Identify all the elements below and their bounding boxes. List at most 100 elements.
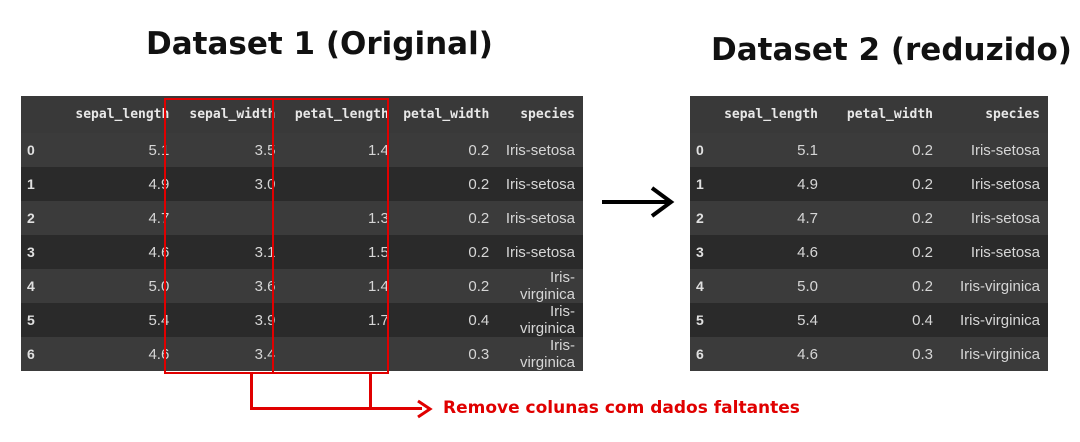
row-index: 3 [21,235,58,269]
table-cell: Iris-virginica [497,337,583,371]
table-cell: 3.1 [177,235,284,269]
row-index: 2 [690,201,714,235]
table-cell: Iris-setosa [497,167,583,201]
column-header: sepal_width [177,96,284,133]
table-cell: 5.1 [57,133,178,167]
column-header: species [497,96,583,133]
table-cell: 4.7 [57,201,178,235]
row-index: 5 [690,303,714,337]
table-cell: 3.5 [177,133,284,167]
table-cell: 0.2 [396,133,498,167]
table-cell: 1.4 [283,269,397,303]
table-cell: Iris-virginica [941,337,1048,371]
table-cell: 0.3 [826,337,941,371]
row-index: 1 [690,167,714,201]
row-index: 5 [21,303,58,337]
row-index: 6 [690,337,714,371]
table-cell: 0.2 [396,235,498,269]
red-arrowhead-icon [417,399,433,419]
column-header: species [941,96,1048,133]
table-cell: Iris-setosa [941,235,1048,269]
table-cell: 3.0 [177,167,284,201]
table-cell [283,167,397,201]
column-header: petal_length [283,96,397,133]
table-cell: Iris-setosa [941,201,1048,235]
column-header: sepal_length [57,96,178,133]
table-cell: 0.4 [396,303,498,337]
table-cell: Iris-setosa [941,133,1048,167]
table-cell: 0.4 [826,303,941,337]
row-index: 3 [690,235,714,269]
table-cell: 4.7 [714,201,826,235]
table-cell: Iris-virginica [497,269,583,303]
table-cell: Iris-setosa [497,201,583,235]
table-cell: 1.3 [283,201,397,235]
table-cell: 5.0 [57,269,178,303]
column-header: sepal_length [714,96,826,133]
table-cell: 5.0 [714,269,826,303]
table-cell: 0.2 [396,269,498,303]
table-cell: 0.2 [396,201,498,235]
table-cell [177,201,284,235]
table-cell: 1.5 [283,235,397,269]
index-header [690,96,714,133]
connector-left-vertical [250,374,253,410]
right-arrow-icon [602,186,675,218]
table-cell: Iris-virginica [497,303,583,337]
column-header: petal_width [396,96,498,133]
index-header [21,96,58,133]
table-cell: 5.4 [57,303,178,337]
row-index: 2 [21,201,58,235]
dataset1-title: Dataset 1 (Original) [146,26,493,62]
table-cell: Iris-virginica [941,269,1048,303]
connector-right-vertical [369,374,372,410]
column-header: petal_width [826,96,941,133]
table-cell: 1.7 [283,303,397,337]
table-cell: 1.4 [283,133,397,167]
table-cell: 0.2 [826,235,941,269]
table-cell: Iris-setosa [941,167,1048,201]
table-cell: 0.2 [826,201,941,235]
table-cell: 3.6 [177,269,284,303]
table-cell: Iris-virginica [941,303,1048,337]
annotation-text: Remove colunas com dados faltantes [443,398,800,418]
table-cell: 0.3 [396,337,498,371]
row-index: 1 [21,167,58,201]
table-cell: 3.4 [177,337,284,371]
row-index: 6 [21,337,58,371]
table-cell: 4.6 [714,235,826,269]
table-cell: 3.9 [177,303,284,337]
table-cell: 4.6 [57,337,178,371]
table-cell: 0.2 [826,167,941,201]
table-cell: 5.1 [714,133,826,167]
petal-length-highlight [272,98,389,374]
table-cell: 4.6 [57,235,178,269]
table-cell: Iris-setosa [497,133,583,167]
dataset2-title: Dataset 2 (reduzido) [711,32,1072,68]
table-cell: 4.9 [714,167,826,201]
table-cell: 0.2 [826,133,941,167]
sepal-width-highlight [164,98,274,374]
table-cell: 0.2 [396,167,498,201]
table-cell: 4.9 [57,167,178,201]
row-index: 4 [21,269,58,303]
table-cell: Iris-setosa [497,235,583,269]
row-index: 4 [690,269,714,303]
row-index: 0 [21,133,58,167]
